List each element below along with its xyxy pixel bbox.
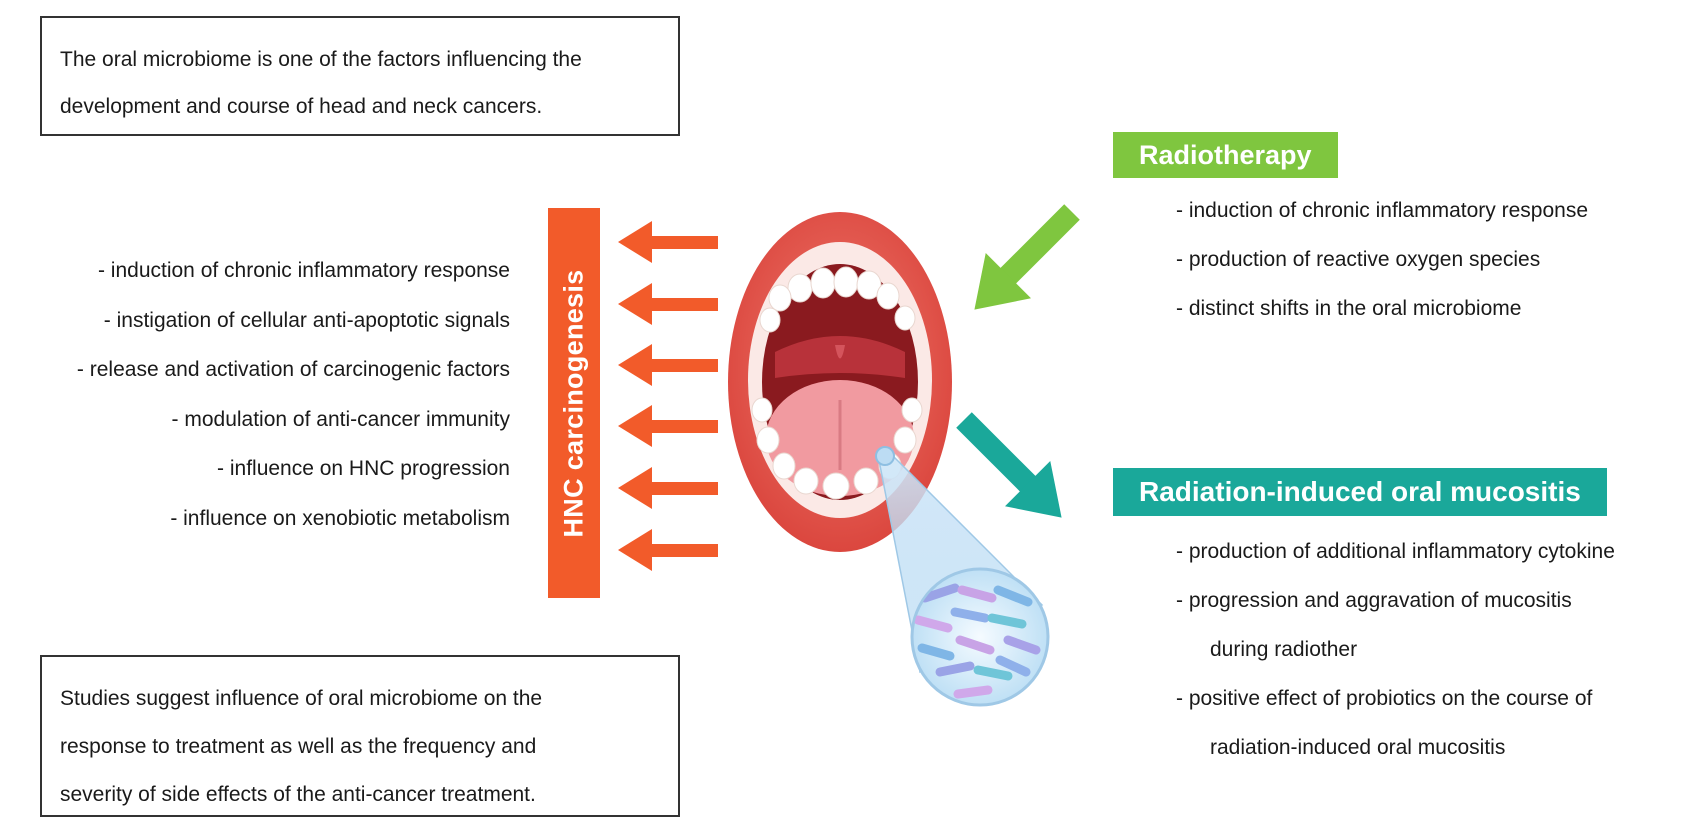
carcinogenesis-list: - induction of chronic inflammatory resp… xyxy=(0,246,510,543)
studies-line: Studies suggest influence of oral microb… xyxy=(60,687,543,710)
mucositis-item: - production of additional inflammatory … xyxy=(1176,540,1615,563)
mucositis-label: Radiation-induced oral mucositis xyxy=(1113,468,1607,516)
mucositis-item-continued: radiation-induced oral mucositis xyxy=(1210,736,1506,759)
teal-arrow-icon xyxy=(956,412,1062,518)
radiotherapy-label: Radiotherapy xyxy=(1113,132,1338,178)
bacteria-magnifier-icon xyxy=(875,446,1050,707)
carcinogenesis-item: - influence on HNC progression xyxy=(217,457,510,480)
mucositis-list: - production of additional inflammatory … xyxy=(1176,527,1615,772)
left-arrow-icon xyxy=(618,405,718,447)
left-arrows xyxy=(618,221,718,571)
studies-box: Studies suggest influence of oral microb… xyxy=(40,655,680,817)
radiotherapy-item: - induction of chronic inflammatory resp… xyxy=(1176,199,1589,222)
studies-line: response to treatment as well as the fre… xyxy=(60,735,537,758)
left-arrow-icon xyxy=(618,221,718,263)
green-arrow-icon xyxy=(974,204,1080,310)
mucositis-item: - progression and aggravation of mucosit… xyxy=(1176,589,1572,612)
mucositis-item: - positive effect of probiotics on the c… xyxy=(1176,687,1593,710)
carcinogenesis-item: - instigation of cellular anti-apoptotic… xyxy=(103,308,510,332)
left-arrow-icon xyxy=(618,529,718,571)
intro-line: development and course of head and neck … xyxy=(60,95,543,118)
hnc-carcinogenesis-bar: HNC carcinogenesis xyxy=(548,208,600,598)
carcinogenesis-item: - induction of chronic inflammatory resp… xyxy=(97,259,510,282)
left-arrow-icon xyxy=(618,467,718,509)
open-mouth-icon xyxy=(728,212,952,552)
intro-line: The oral microbiome is one of the factor… xyxy=(60,48,582,71)
hnc-carcinogenesis-label: HNC carcinogenesis xyxy=(558,269,589,537)
studies-line: severity of side effects of the anti-can… xyxy=(60,783,536,806)
carcinogenesis-item: - modulation of anti-cancer immunity xyxy=(171,407,510,431)
carcinogenesis-item: - release and activation of carcinogenic… xyxy=(76,358,510,381)
carcinogenesis-item: - influence on xenobiotic metabolism xyxy=(170,506,510,530)
mucositis-item-continued: during radiother xyxy=(1210,638,1358,661)
intro-box: The oral microbiome is one of the factor… xyxy=(40,16,680,136)
radiotherapy-item: - distinct shifts in the oral microbiome xyxy=(1176,297,1522,320)
left-arrow-icon xyxy=(618,344,718,386)
radiotherapy-item: - production of reactive oxygen species xyxy=(1176,248,1541,271)
left-arrow-icon xyxy=(618,283,718,325)
radiotherapy-list: - induction of chronic inflammatory resp… xyxy=(1176,186,1588,333)
